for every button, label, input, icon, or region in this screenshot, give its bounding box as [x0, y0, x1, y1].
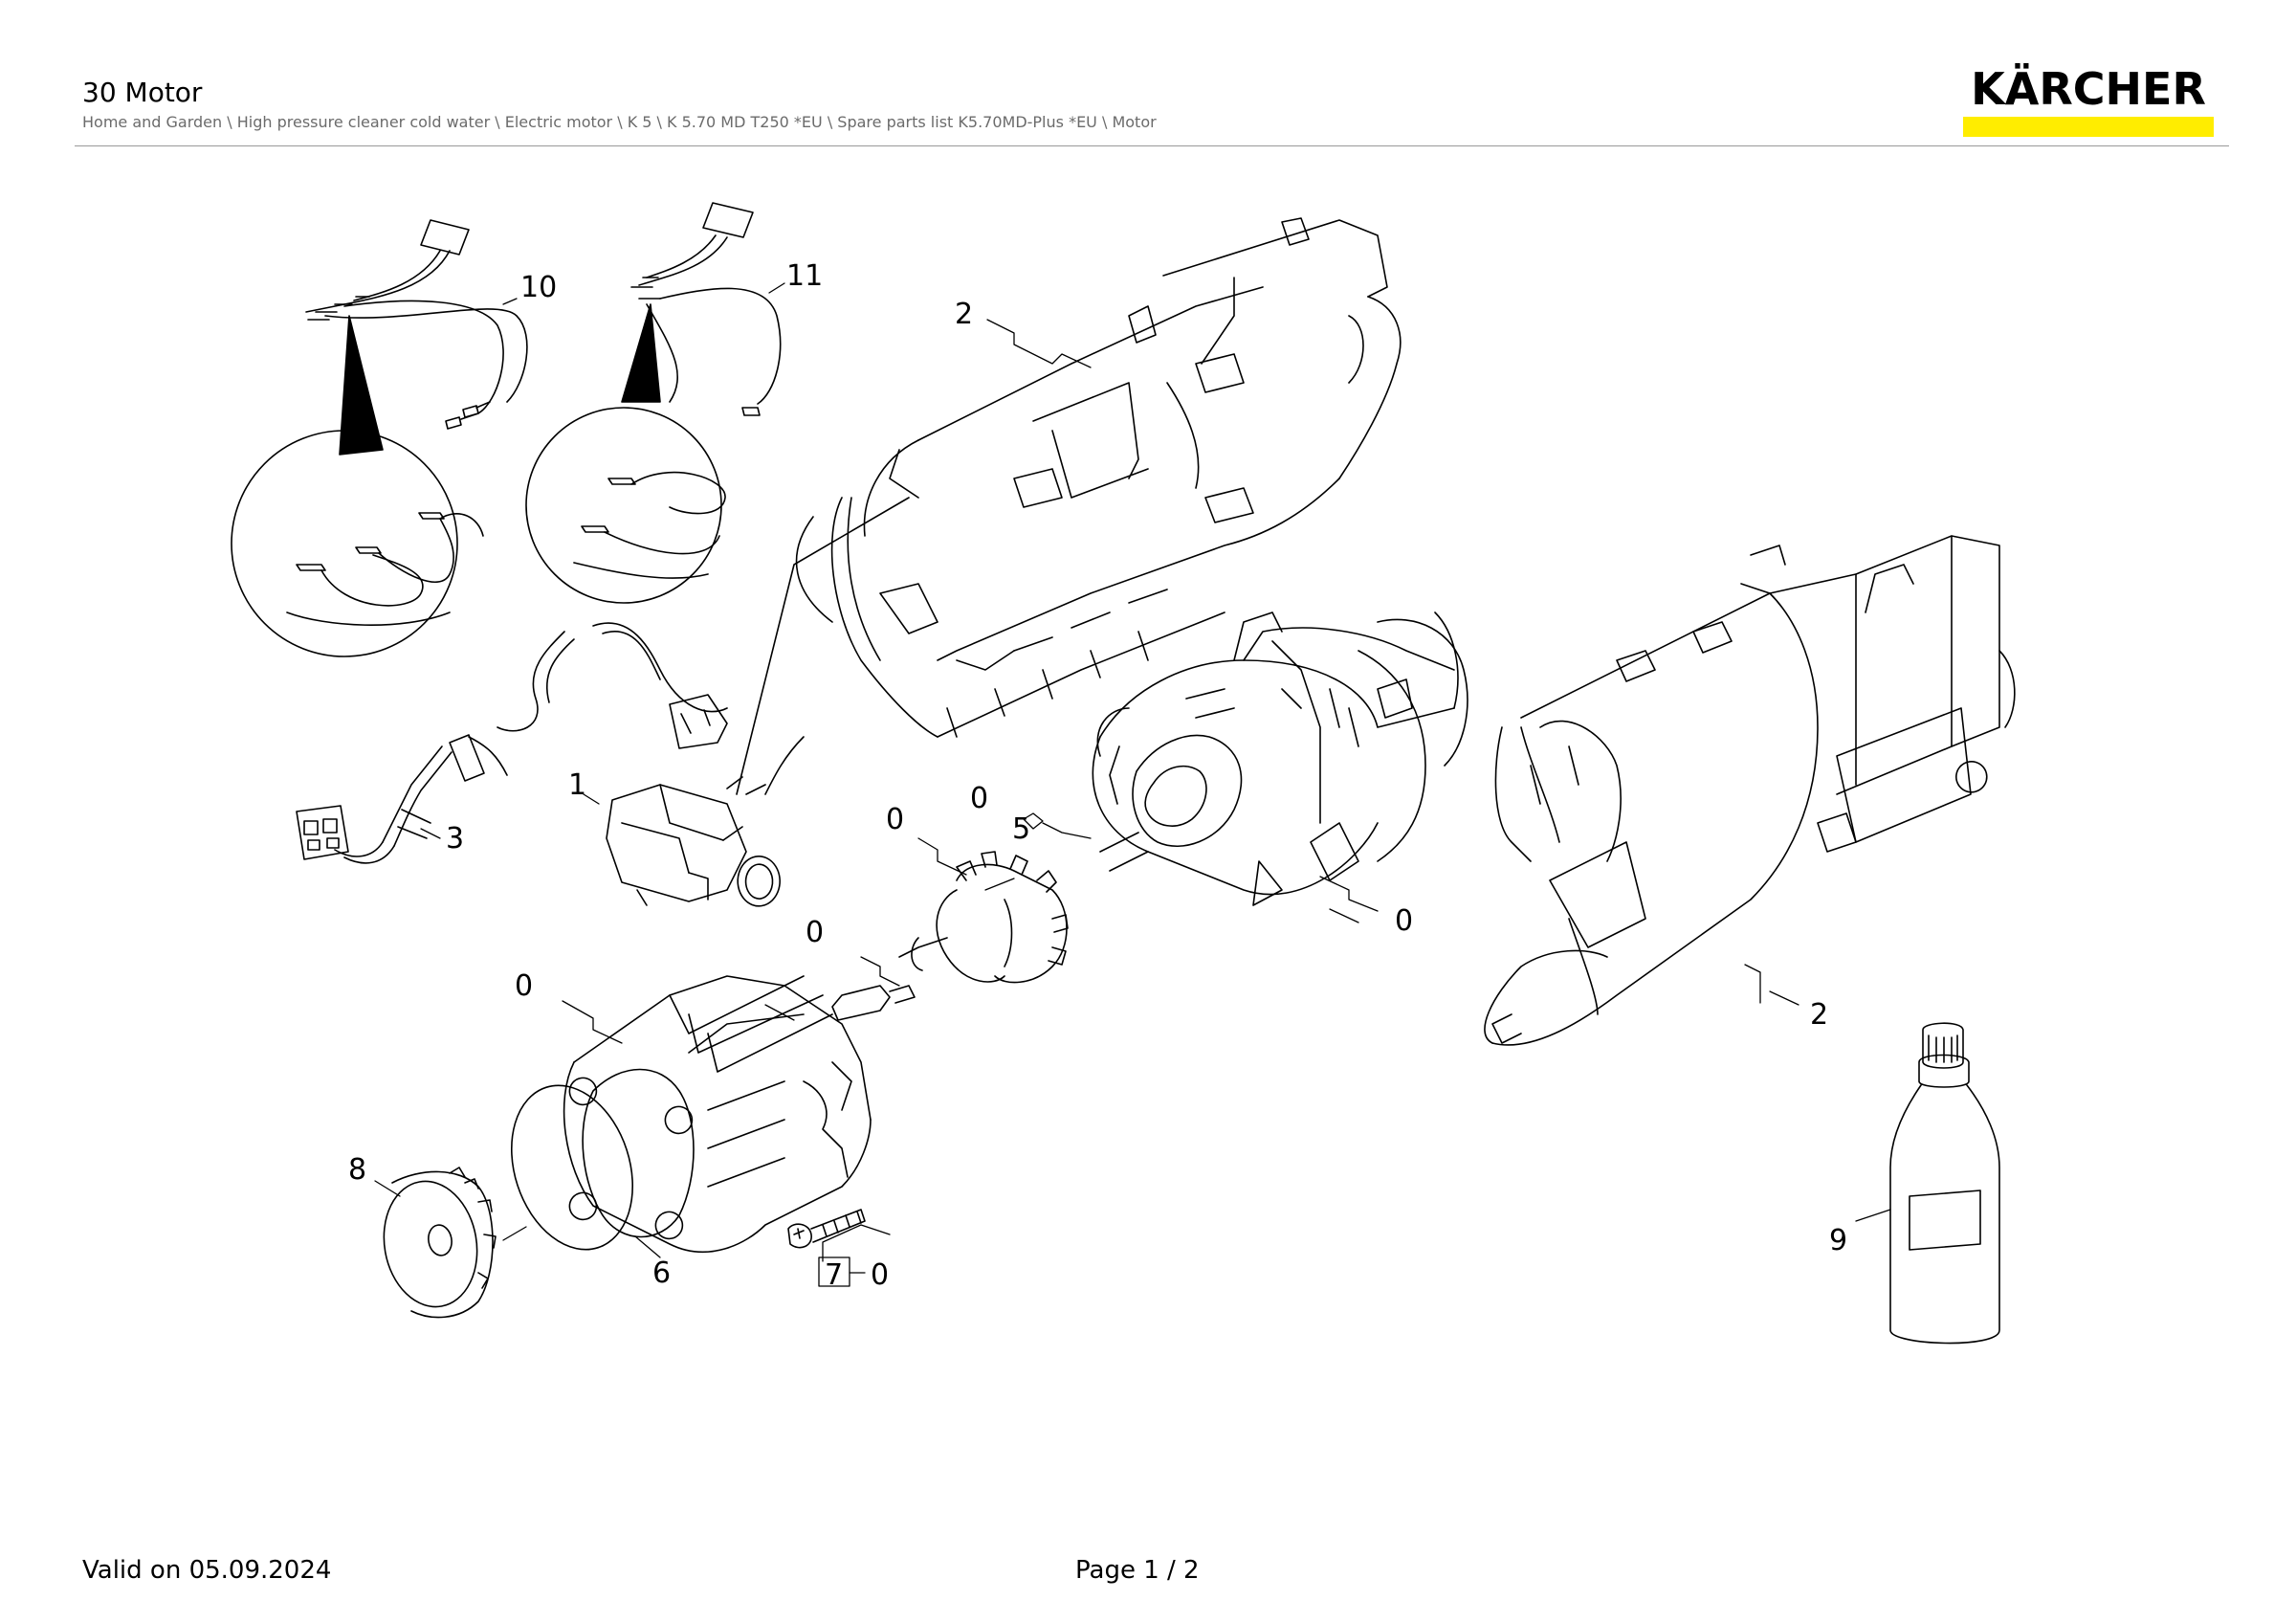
motor-housing-bottom — [563, 975, 872, 1254]
position-label-0-f: 0 — [871, 1258, 889, 1292]
page-number: Page 1 / 2 — [1075, 1556, 1200, 1585]
stator-5 — [1092, 611, 1468, 906]
position-label-0-e: 0 — [515, 969, 533, 1003]
position-label-3: 3 — [446, 822, 464, 856]
cable-harness-10 — [231, 219, 528, 657]
fan-wheel-8 — [383, 1167, 497, 1319]
gasket-6 — [510, 1084, 634, 1251]
position-label-2-bottom: 2 — [1810, 998, 1828, 1032]
motor-housing-top-2 — [795, 217, 1402, 738]
position-label-11: 11 — [786, 259, 823, 293]
position-label-6: 6 — [652, 1256, 671, 1290]
position-label-5: 5 — [1012, 812, 1030, 846]
position-label-0-c: 0 — [806, 916, 824, 949]
karcher-logo: KÄRCHER — [1963, 63, 2214, 138]
cable-harness-11 — [525, 202, 782, 604]
position-label-8: 8 — [348, 1153, 366, 1187]
position-label-7: 7 — [825, 1258, 843, 1292]
position-label-10: 10 — [520, 271, 557, 304]
switch-1 — [606, 497, 910, 907]
rotor-fan — [831, 851, 1069, 1021]
position-label-1: 1 — [568, 768, 586, 802]
header-divider — [75, 145, 2229, 146]
leader-lines — [374, 282, 1891, 1287]
position-label-2-top: 2 — [955, 298, 973, 331]
breadcrumb: Home and Garden \ High pressure cleaner … — [82, 113, 1157, 131]
position-label-0-d: 0 — [1395, 904, 1413, 938]
position-label-0-a: 0 — [886, 803, 904, 836]
page-title: 30 Motor — [82, 77, 203, 108]
logo-yellow-bar — [1963, 117, 2214, 137]
logo-text: KÄRCHER — [1971, 63, 2206, 115]
validity-date: Valid on 05.09.2024 — [82, 1556, 332, 1585]
oil-bottle-9 — [1889, 1022, 2000, 1345]
position-numbers: 10 11 2 3 1 0 0 5 0 0 0 2 8 6 7 0 9 — [348, 259, 1847, 1292]
motor-assembly — [1484, 535, 2016, 1046]
position-label-9: 9 — [1829, 1224, 1847, 1257]
position-label-0-b: 0 — [970, 782, 988, 815]
mains-cable-3 — [296, 622, 728, 864]
screw-7 — [787, 1209, 866, 1249]
